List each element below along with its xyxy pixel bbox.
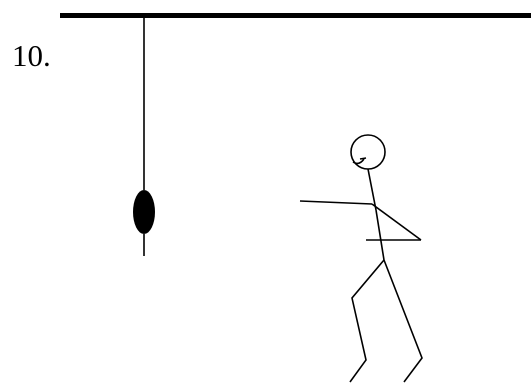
pendulum-bob: [133, 190, 155, 234]
stick-figure-left-arm: [299, 200, 373, 205]
stick-figure-mouth: [352, 158, 365, 165]
stick-figure-torso-lower: [375, 209, 385, 261]
stick-figure-left-leg: [349, 259, 385, 383]
stick-figure-torso-upper: [367, 168, 377, 211]
stick-figure-right-arm-upper: [371, 203, 422, 241]
problem-number: 10.: [12, 38, 51, 73]
stick-figure-mouth-mark: [359, 157, 367, 160]
stick-figure-right-leg: [383, 259, 423, 383]
